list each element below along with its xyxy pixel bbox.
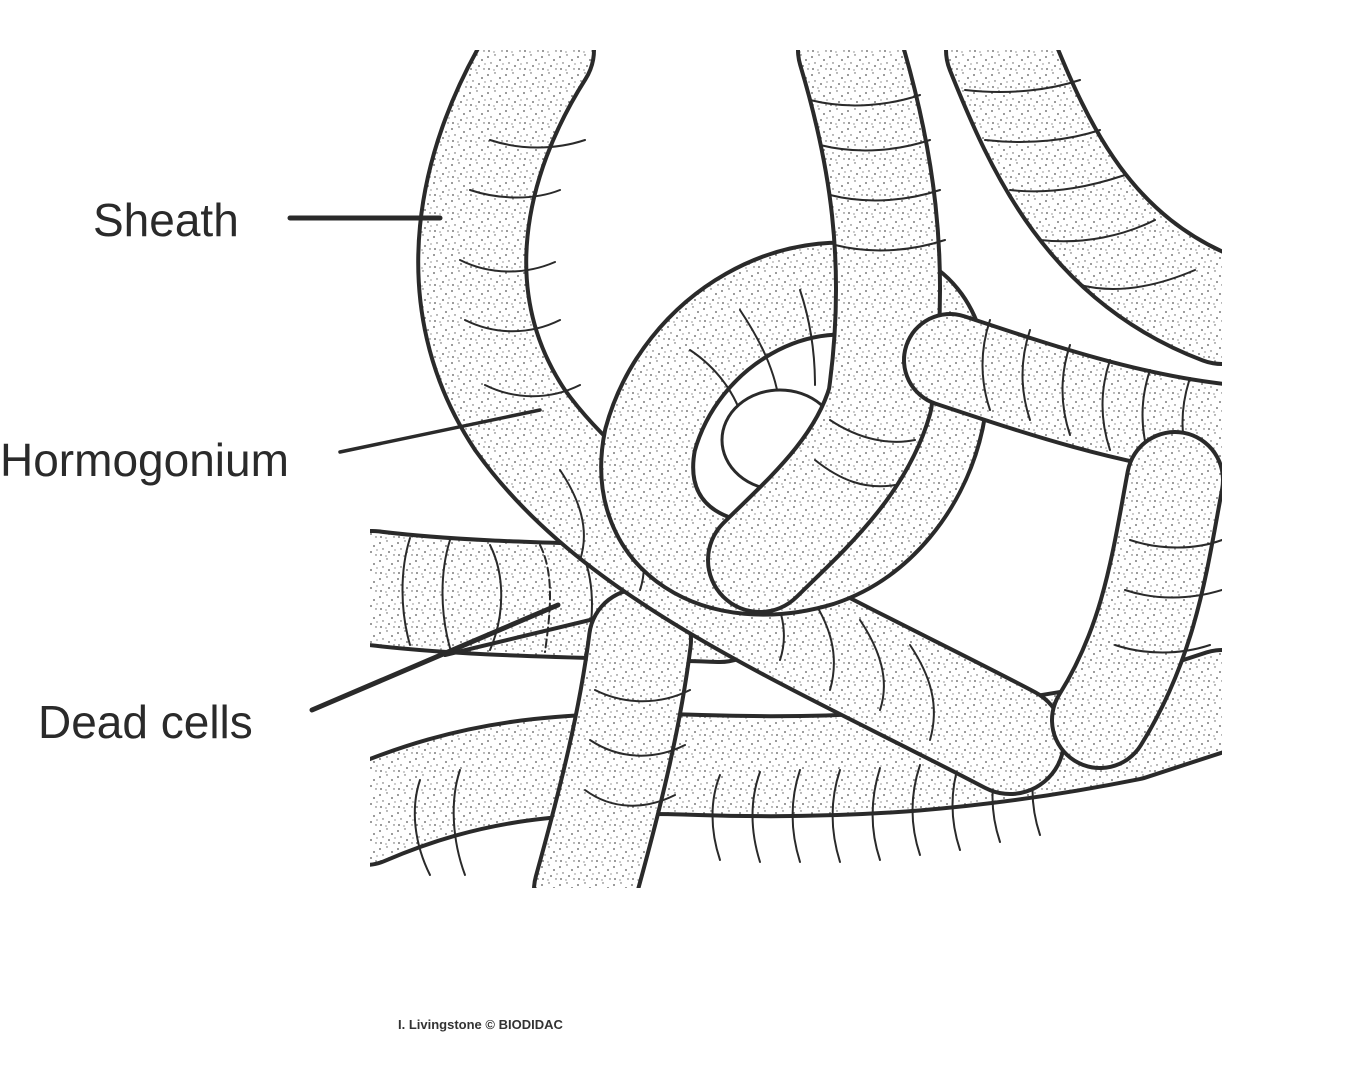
dead-cells-leader-line-1 [309, 602, 561, 713]
dead-cells-label: Dead cells [38, 696, 253, 748]
filament-loop-left [416, 50, 1066, 796]
hormogonium-label: Hormogonium [0, 434, 289, 486]
filament-vertical-lower [532, 587, 693, 888]
credit-text: I. Livingstone © BIODIDAC [398, 1017, 563, 1032]
filament-right-horizontal [902, 312, 1222, 478]
hormogonium-leader-line [338, 408, 542, 454]
dead-cells-leader-line-2 [443, 618, 592, 657]
filament-right-arc [1050, 430, 1222, 770]
filament-right-diagonal [944, 50, 1222, 366]
sheath-label: Sheath [93, 194, 239, 246]
filament-oval-center [599, 240, 990, 617]
filament-vertical-top [706, 50, 946, 614]
